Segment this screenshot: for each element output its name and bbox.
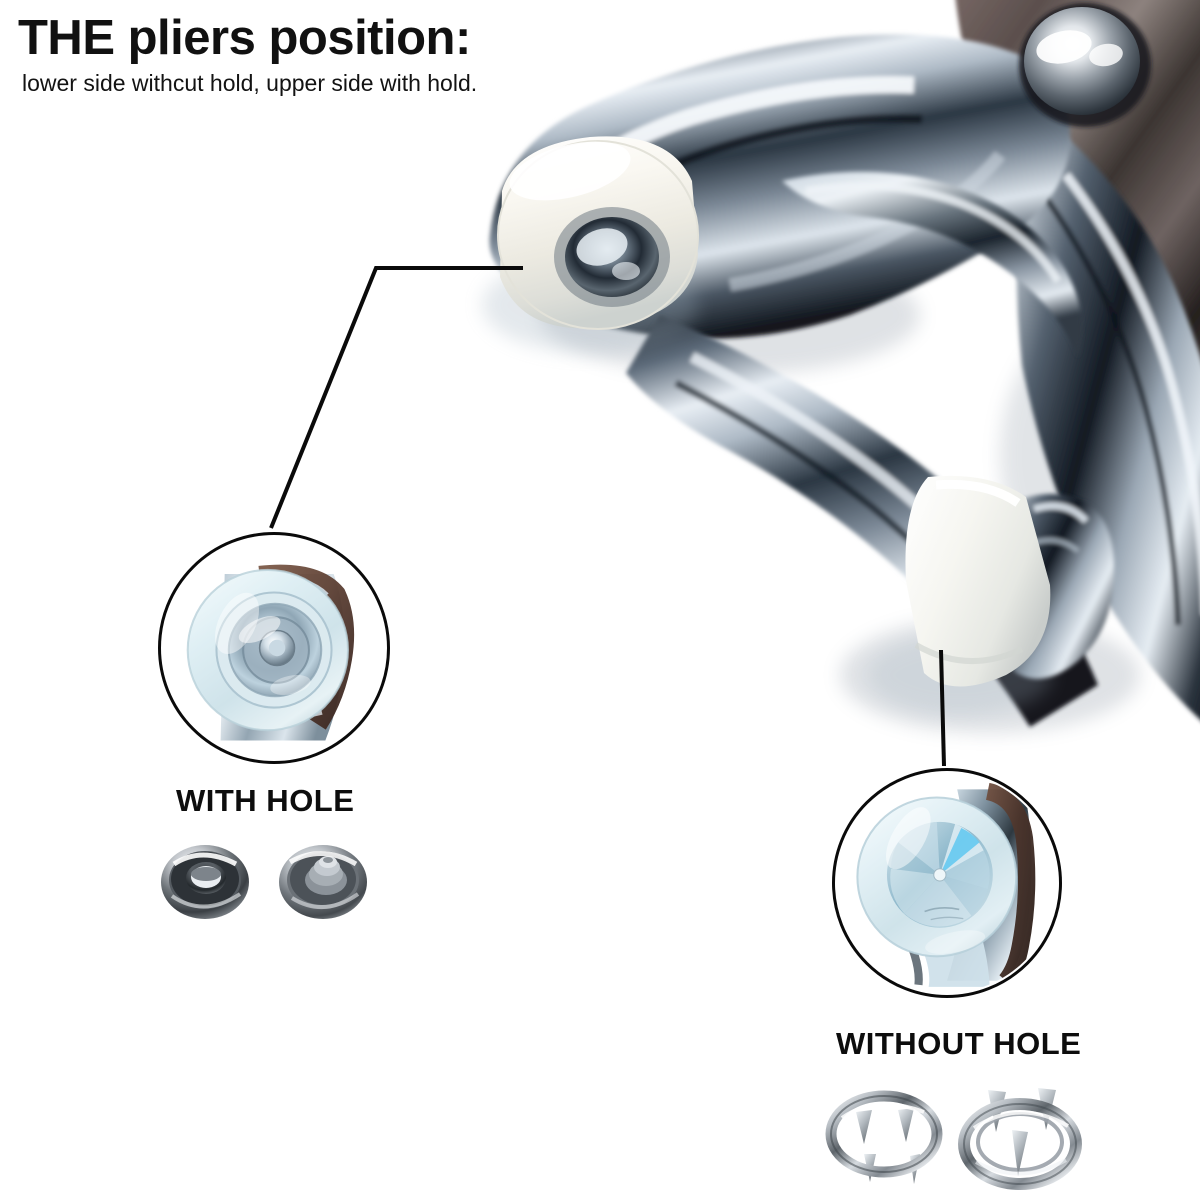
snap-socket-part xyxy=(161,845,249,919)
upper-die-with-hole xyxy=(482,136,699,353)
pliers-linkage xyxy=(782,171,1082,357)
page-title: THE pliers position: xyxy=(18,11,471,65)
snap-parts-with-hole xyxy=(160,838,370,920)
snap-stud-part xyxy=(279,845,367,919)
page-subtitle: lower side withcut hold, upper side with… xyxy=(22,70,478,96)
callout-label-with-hole: WITH HOLE xyxy=(176,783,355,818)
pivot-rivet xyxy=(1019,3,1151,127)
callout-without-hole-photo xyxy=(837,773,1057,993)
callout-with-hole xyxy=(158,532,390,764)
callout-with-hole-photo xyxy=(163,537,385,759)
prong-ring-tilted xyxy=(825,1090,943,1184)
lower-die-without-hole xyxy=(868,475,1052,715)
callout-without-hole xyxy=(832,768,1062,998)
prong-ring-upright xyxy=(958,1088,1082,1190)
pliers-rear-arm xyxy=(1016,105,1200,720)
snap-parts-without-hole xyxy=(806,1082,1106,1194)
callout-label-without-hole: WITHOUT HOLE xyxy=(836,1026,1082,1061)
snap-parts-with-hole-image xyxy=(161,845,367,919)
snap-parts-without-hole-image xyxy=(825,1088,1082,1190)
pliers-illustration xyxy=(482,0,1200,733)
pliers-photograph xyxy=(430,0,1200,785)
